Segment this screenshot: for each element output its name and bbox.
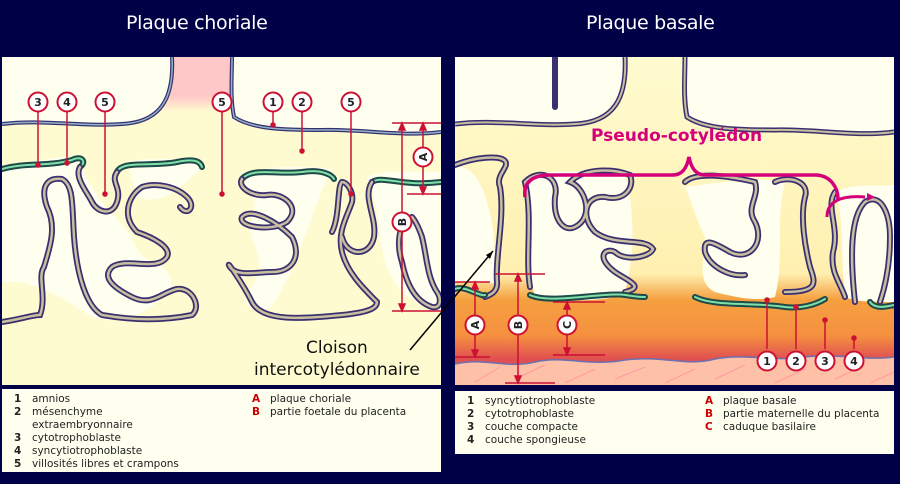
marker-1: 1 [756, 350, 778, 372]
legend-key: 4 [14, 445, 22, 457]
marker-2: 2 [785, 350, 807, 372]
legend-label: syncytiotrophoblaste [485, 395, 596, 407]
bracket-label-C: C [556, 314, 578, 336]
marker-label: 2 [298, 96, 306, 109]
basal-plate-diagram: 1 2 3 4 A B C [455, 57, 894, 385]
marker-label: 5 [101, 96, 109, 109]
flow-arrow [825, 195, 866, 218]
legend-key: 5 [14, 458, 22, 470]
legend-label: partie foetale du placenta [270, 406, 407, 418]
marker-label: 4 [850, 355, 858, 368]
callout-line2: intercotylédonnaire [254, 360, 420, 380]
marker-label: A [469, 320, 482, 329]
legend-label: caduque basilaire [723, 421, 816, 433]
legend-key: 3 [467, 421, 475, 433]
callout-cloison: Cloison intercotylédonnaire [254, 337, 420, 381]
marker-leaders [764, 297, 857, 349]
marker-2: 2 [291, 91, 313, 113]
legend-label: partie maternelle du placenta [723, 408, 880, 420]
marker-label: 3 [821, 355, 829, 368]
marker-3: 3 [814, 350, 836, 372]
marker-label: B [512, 321, 525, 329]
bracket-label-A: A [412, 146, 434, 168]
marker-label: 4 [63, 96, 71, 109]
legend-label: plaque basale [723, 395, 797, 407]
legend-label: plaque choriale [270, 393, 352, 405]
marker-label: A [417, 152, 430, 161]
legend-label: amnios [32, 393, 71, 405]
bracket-label-A: A [464, 314, 486, 336]
pseudo-cotyledon-brace [523, 156, 840, 200]
amniotic-space-right [231, 57, 441, 134]
legend-item: 4 syncytiotrophoblaste [14, 445, 142, 458]
legend-item: 3 cytotrophoblaste [14, 432, 121, 445]
decidua-layer [455, 355, 894, 385]
marker-label: 5 [347, 96, 355, 109]
legend-key: 1 [14, 393, 22, 405]
legend-label-continued: extraembryonnaire [32, 419, 133, 431]
decidua-hatching [474, 364, 894, 384]
villi [2, 164, 441, 325]
marker-label: 3 [34, 96, 42, 109]
legend-item: 4 couche spongieuse [467, 434, 586, 447]
bracket-label-B: B [391, 211, 413, 233]
legend-item: 2 cytotrophoblaste [467, 408, 574, 421]
legend-label: mésenchyme [32, 406, 103, 418]
marker-5: 5 [211, 91, 233, 113]
marker-label: 1 [269, 96, 277, 109]
legend-key: B [705, 408, 714, 420]
panel-plaque-basale: 1 2 3 4 A B C Pseudo-cotylédon [455, 57, 894, 385]
marker-label: 2 [792, 355, 800, 368]
legend-key: A [705, 395, 714, 407]
amniotic-space-left [2, 57, 173, 125]
marker-4: 4 [56, 91, 78, 113]
flow-arrow-head [867, 193, 875, 201]
legend-key: 2 [14, 406, 22, 418]
marker-label: C [561, 321, 574, 329]
legend-label: villosités libres et crampons [32, 458, 179, 470]
trophoblast-layers [2, 155, 441, 187]
legend-key: A [252, 393, 261, 405]
marker-5: 5 [94, 91, 116, 113]
marker-4: 4 [843, 350, 865, 372]
title-plaque-basale: Plaque basale [586, 12, 715, 34]
chorionic-plate-diagram: 3 4 5 5 1 2 5A B [2, 57, 441, 385]
legend-item: 2 mésenchyme [14, 406, 103, 419]
legend-key: B [252, 406, 261, 418]
legend-label: cytotrophoblaste [485, 408, 574, 420]
pseudo-cotyledon-label: Pseudo-cotylédon [591, 126, 763, 146]
legend-key: 3 [14, 432, 22, 444]
marker-3: 3 [27, 91, 49, 113]
marker-label: 5 [218, 96, 226, 109]
marker-5: 5 [340, 91, 362, 113]
legend-item: 5 villosités libres et crampons [14, 458, 179, 471]
legend-key: 1 [467, 395, 475, 407]
legend-label: cytotrophoblaste [32, 432, 121, 444]
legend-item: 1 syncytiotrophoblaste [467, 395, 595, 408]
marker-label: 1 [763, 355, 771, 368]
legend-label: couche spongieuse [485, 434, 586, 446]
legend-key: C [705, 421, 713, 433]
bracket-label-B: B [507, 314, 529, 336]
legend-key: 2 [467, 408, 475, 420]
legend-label: syncytiotrophoblaste [32, 445, 143, 457]
legend-item: 1 amnios [14, 393, 70, 406]
legend-key: 4 [467, 434, 475, 446]
legend-item: 3 couche compacte [467, 421, 578, 434]
legend-label: couche compacte [485, 421, 578, 433]
marker-label: B [396, 218, 409, 226]
marker-1: 1 [262, 91, 284, 113]
title-plaque-choriale: Plaque choriale [126, 12, 268, 34]
callout-line1: Cloison [306, 338, 368, 358]
marker-leaders [35, 110, 354, 197]
